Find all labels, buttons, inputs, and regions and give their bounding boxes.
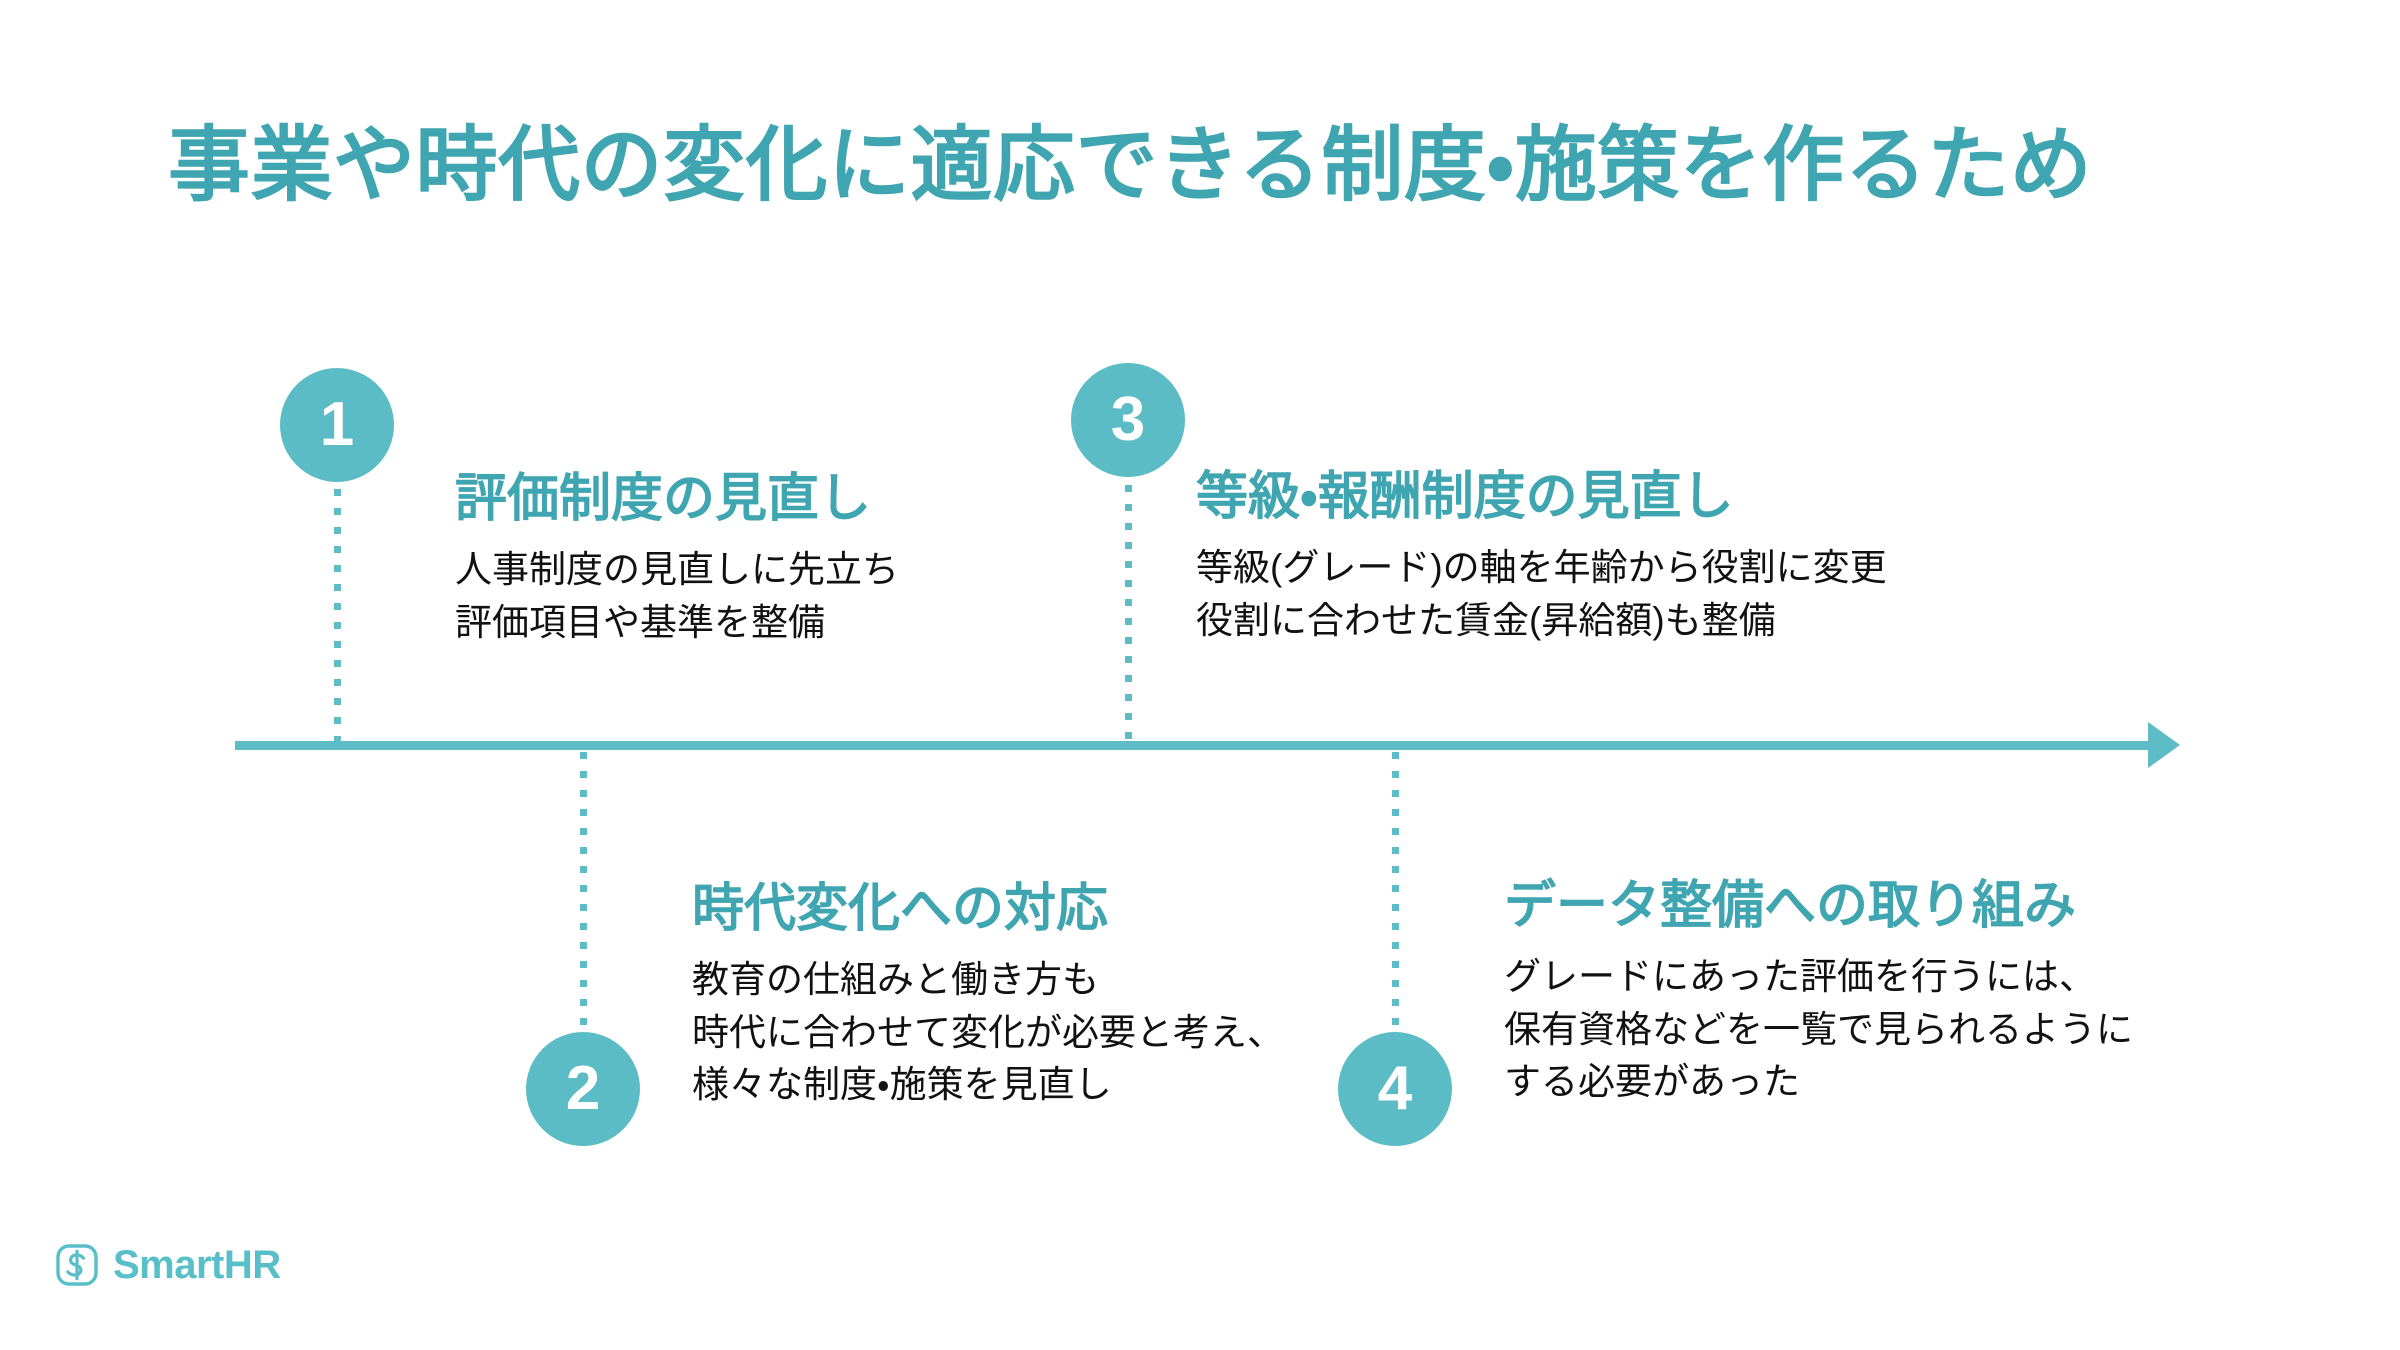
smarthr-wordmark: SmartHR [113,1243,281,1287]
connector-line-step-3 [1125,466,1132,746]
smarthr-s-icon [55,1243,99,1287]
step-body-line: 教育の仕組みと働き方も [692,959,1099,1001]
step-marker-3[interactable]: 3 [1071,363,1185,477]
step-marker-1[interactable]: 1 [280,368,394,482]
step-body-line: する必要があった [1504,1061,1800,1103]
step-body-1: 人事制度の見直しに先立ち 評価項目や基準を整備 [455,544,899,649]
timeline-arrow-icon [2148,722,2180,768]
step-body-3: 等級(グレード)の軸を年齢から役割に変更 役割に合わせた賃金(昇給額)も整備 [1196,542,1887,647]
connector-line-step-1 [334,470,341,746]
step-body-line: 等級(グレード)の軸を年齢から役割に変更 [1196,547,1887,589]
step-body-line: 役割に合わせた賃金(昇給額)も整備 [1196,599,1776,641]
step-body-line: 評価項目や基準を整備 [455,601,825,643]
step-content-3: 等級・報酬制度の見直し 等級(グレード)の軸を年齢から役割に変更 役割に合わせた… [1196,468,1887,647]
step-body-2: 教育の仕組みと働き方も 時代に合わせて変化が必要と考え、 様々な制度・施策を見直… [692,954,1284,1112]
connector-line-step-2 [580,752,587,1042]
step-body-line: 時代に合わせて変化が必要と考え、 [692,1011,1284,1053]
step-marker-4[interactable]: 4 [1338,1032,1452,1146]
page-title: 事業や時代の変化に適応できる制度・施策を作るため [168,120,2093,211]
step-heading-1: 評価制度の見直し [455,470,872,528]
step-body-line: 人事制度の見直しに先立ち [455,549,899,591]
step-heading-4: データ整備への取り組み [1504,877,2077,935]
connector-line-step-4 [1392,752,1399,1042]
step-body-line: グレードにあった評価を行うには、 [1504,956,2096,998]
step-body-4: グレードにあった評価を行うには、 保有資格などを一覧で見られるように する必要が… [1504,951,2133,1109]
step-number-2: 2 [565,1054,601,1123]
step-content-2: 時代変化への対応 教育の仕組みと働き方も 時代に合わせて変化が必要と考え、 様々… [692,880,1284,1112]
step-heading-2: 時代変化への対応 [692,880,1109,938]
smarthr-logo: SmartHR [55,1243,281,1287]
step-number-1: 1 [319,390,355,459]
step-marker-2[interactable]: 2 [526,1032,640,1146]
step-body-line: 様々な制度・施策を見直し [692,1064,1112,1106]
step-number-4: 4 [1377,1054,1413,1123]
step-content-4: データ整備への取り組み グレードにあった評価を行うには、 保有資格などを一覧で見… [1504,877,2133,1109]
step-heading-3: 等級・報酬制度の見直し [1196,468,1734,526]
step-number-3: 3 [1110,385,1146,454]
step-body-line: 保有資格などを一覧で見られるように [1504,1008,2133,1050]
timeline-axis [235,741,2155,750]
step-content-1: 評価制度の見直し 人事制度の見直しに先立ち 評価項目や基準を整備 [455,470,899,649]
